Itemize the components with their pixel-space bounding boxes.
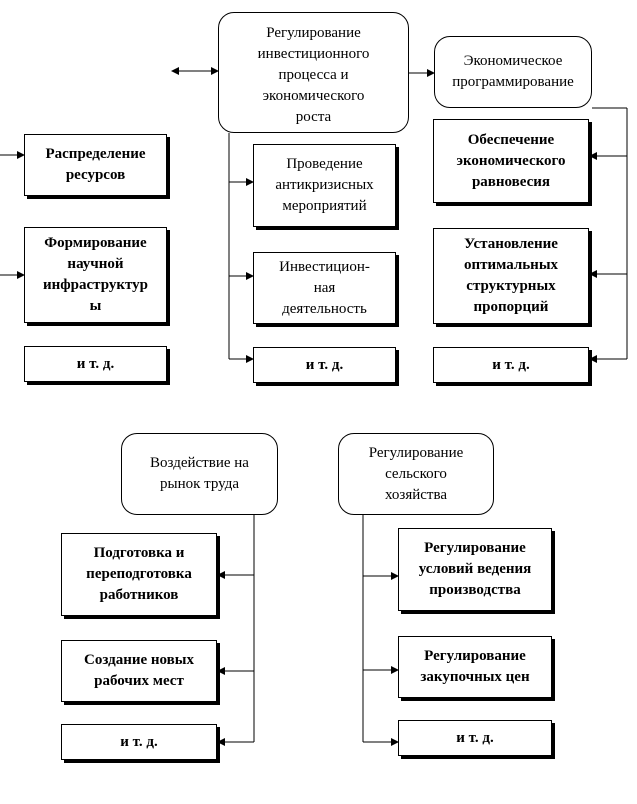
box-science-infrastructure: Формирование научной инфраструктур ы xyxy=(24,227,167,323)
box-economic-programming: Экономическое программирование xyxy=(434,36,592,108)
box-resource-distribution: Распределение ресурсов xyxy=(24,134,167,196)
box-labor-market: Воздействие на рынок труда xyxy=(121,433,278,515)
box-labor-etc: и т. д. xyxy=(61,724,217,760)
box-investment-activity: Инвестицион- ная деятельность xyxy=(253,252,396,324)
box-right-etc: и т. д. xyxy=(433,347,589,383)
box-anticrisis-measures: Проведение антикризисных мероприятий xyxy=(253,144,396,227)
box-agri-etc: и т. д. xyxy=(398,720,552,756)
box-production-conditions: Регулирование условий ведения производст… xyxy=(398,528,552,611)
box-investment-regulation: Регулирование инвестиционного процесса и… xyxy=(218,12,409,133)
box-agriculture-regulation: Регулирование сельского хозяйства xyxy=(338,433,494,515)
box-worker-training: Подготовка и переподготовка работников xyxy=(61,533,217,616)
box-new-jobs: Создание новых рабочих мест xyxy=(61,640,217,702)
box-structural-proportions: Установление оптимальных структурных про… xyxy=(433,228,589,324)
box-purchase-prices: Регулирование закупочных цен xyxy=(398,636,552,698)
box-left-etc: и т. д. xyxy=(24,346,167,382)
box-economic-equilibrium: Обеспечение экономического равновесия xyxy=(433,119,589,203)
box-center-etc: и т. д. xyxy=(253,347,396,383)
